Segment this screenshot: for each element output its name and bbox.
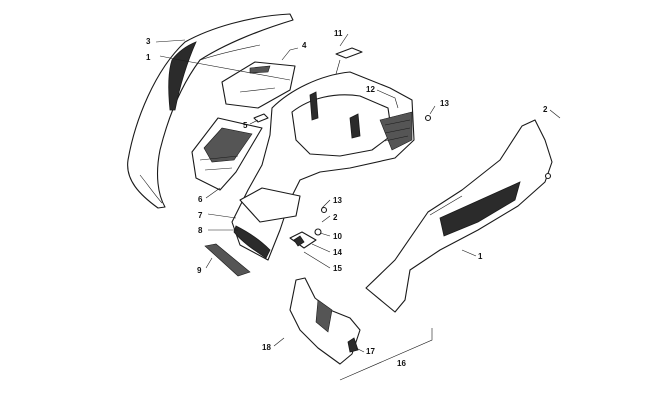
callout-label: 11 bbox=[334, 29, 343, 38]
callout-label: 6 bbox=[198, 195, 203, 204]
callout-numbers: 3 1 4 5 11 12 13 2 6 7 8 9 13 2 10 14 15… bbox=[146, 29, 548, 368]
callout-label: 2 bbox=[543, 105, 548, 114]
callout-label: 8 bbox=[198, 226, 203, 235]
callout-label: 12 bbox=[366, 85, 375, 94]
callout-label: 2 bbox=[333, 213, 338, 222]
mesh-screen bbox=[204, 243, 251, 277]
vent-duct bbox=[191, 117, 263, 191]
callout-label: 18 bbox=[262, 343, 271, 352]
right-side-panel bbox=[365, 119, 553, 313]
callout-label: 17 bbox=[366, 347, 375, 356]
callout-label: 10 bbox=[333, 232, 342, 241]
fastener-cluster bbox=[289, 114, 552, 249]
hood-assembly bbox=[231, 71, 415, 261]
callout-label: 5 bbox=[243, 121, 248, 130]
belly-pan bbox=[289, 277, 433, 381]
callout-label: 14 bbox=[333, 248, 342, 257]
callout-label: 13 bbox=[440, 99, 449, 108]
emblem bbox=[335, 47, 363, 75]
callout-label: 9 bbox=[197, 266, 202, 275]
callout-leaders bbox=[155, 33, 561, 353]
callout-label: 3 bbox=[146, 37, 151, 46]
callout-label: 4 bbox=[302, 41, 307, 50]
callout-label: 15 bbox=[333, 264, 342, 273]
callout-label: 1 bbox=[146, 53, 151, 62]
callout-label: 16 bbox=[397, 359, 406, 368]
bracket-plate bbox=[221, 61, 296, 109]
callout-label: 1 bbox=[478, 252, 483, 261]
callout-label: 13 bbox=[333, 196, 342, 205]
callout-label: 7 bbox=[198, 211, 203, 220]
